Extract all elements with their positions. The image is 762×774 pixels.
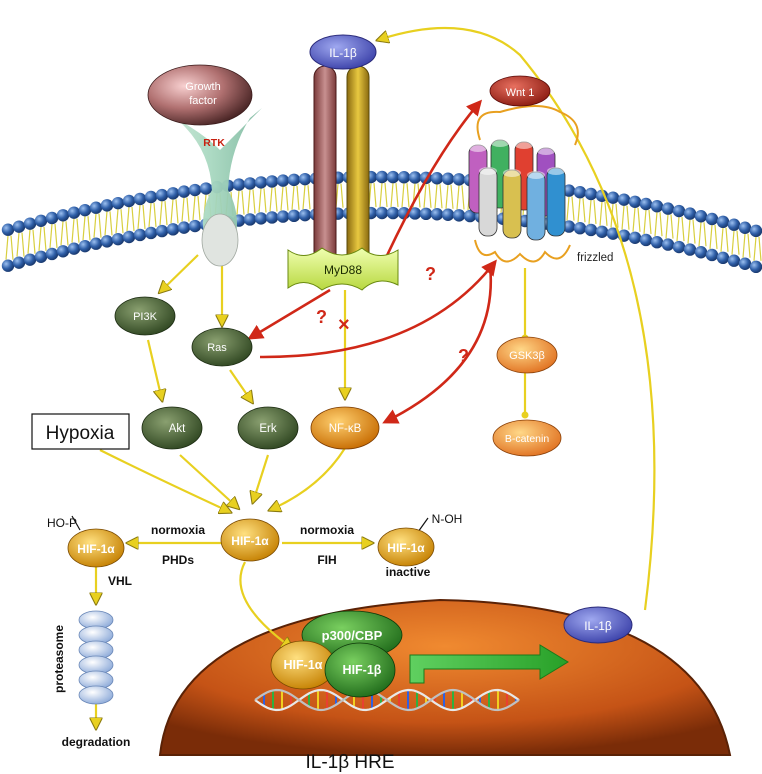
normoxia-left-label: normoxia bbox=[151, 523, 205, 537]
phds-label: PHDs bbox=[162, 553, 194, 567]
arrow-hif-to-nucleus bbox=[239, 561, 292, 648]
arrow-akt-to-hif bbox=[179, 454, 238, 508]
degradation-label: degradation bbox=[62, 735, 131, 749]
ho-p-label: HO-P bbox=[47, 516, 77, 530]
hif1a-left-node: HO-P HIF-1α bbox=[47, 515, 125, 568]
inactive-label: inactive bbox=[386, 565, 431, 579]
question-mark-3: ? bbox=[458, 346, 469, 366]
hypoxia-label: Hypoxia bbox=[46, 423, 115, 444]
hif-right-label: HIF-1α bbox=[387, 541, 425, 555]
hypoxia-box: Hypoxia bbox=[31, 413, 130, 450]
bcatenin-label: B-catenin bbox=[505, 433, 550, 445]
hif-left-label: HIF-1α bbox=[77, 542, 115, 556]
pi3k-node: PI3K bbox=[114, 296, 176, 336]
growth-factor-label-1: Growth bbox=[185, 81, 220, 93]
pi3k-label: PI3K bbox=[133, 311, 158, 323]
growth-factor-label-2: factor bbox=[189, 95, 217, 107]
arrow-rtk-to-pi3k bbox=[160, 254, 199, 292]
il1b-right-node: IL-1β bbox=[563, 606, 633, 644]
wnt1-label: Wnt 1 bbox=[506, 87, 535, 99]
nfkb-label: NF-κB bbox=[329, 423, 362, 435]
arrow-nfkb-to-hif bbox=[270, 447, 346, 510]
bcatenin-node: B-catenin bbox=[492, 419, 562, 457]
arrow-hypoxia-to-hif bbox=[99, 449, 230, 512]
erk-label: Erk bbox=[259, 423, 277, 435]
ras-node: Ras bbox=[191, 327, 253, 367]
red-arrow-frizzled-to-nfkb bbox=[382, 264, 493, 424]
hif1a-nuclear-node: HIF-1α bbox=[270, 640, 336, 690]
gsk3b-node: GSK3β bbox=[496, 336, 558, 374]
question-mark-1: ? bbox=[316, 307, 327, 327]
cell-membrane bbox=[1, 170, 762, 274]
akt-node: Akt bbox=[141, 406, 203, 450]
akt-label: Akt bbox=[169, 423, 186, 435]
il1b-top-label: IL-1β bbox=[329, 46, 357, 60]
frizzled-receptor bbox=[468, 105, 579, 263]
signal-arrows bbox=[96, 26, 656, 728]
hif-nuc-a-label: HIF-1α bbox=[284, 658, 323, 672]
hif-center-label: HIF-1α bbox=[231, 534, 269, 548]
fih-label: FIH bbox=[317, 553, 336, 567]
rtk-receptor: RTK bbox=[160, 108, 262, 267]
myd88-node: MyD88 bbox=[287, 247, 399, 291]
n-oh-label: N-OH bbox=[432, 512, 463, 526]
gsk3b-label: GSK3β bbox=[509, 350, 545, 362]
red-arrow-myd88-to-ras bbox=[247, 288, 331, 340]
proteasome-stack bbox=[78, 610, 114, 705]
hif-nuc-b-label: HIF-1β bbox=[343, 663, 382, 677]
hif1a-center-node: HIF-1α bbox=[220, 518, 280, 562]
hif1b-nuclear-node: HIF-1β bbox=[324, 642, 396, 698]
proteasome-label: proteasome bbox=[52, 625, 66, 693]
vhl-label: VHL bbox=[108, 574, 132, 588]
caption-il1b-hre: IL-1β HRE bbox=[305, 752, 394, 773]
arrow-ras-to-erk bbox=[229, 369, 252, 402]
il1-receptor bbox=[313, 65, 370, 267]
rtk-label: RTK bbox=[203, 137, 225, 149]
nucleus bbox=[158, 598, 732, 756]
il1b-ligand-top: IL-1β bbox=[309, 34, 377, 70]
wnt1-node: Wnt 1 bbox=[489, 75, 551, 107]
red-arrow-to-wnt1 bbox=[376, 99, 483, 276]
growth-factor-node: Growth factor bbox=[147, 64, 253, 126]
question-mark-2: ? bbox=[425, 264, 436, 284]
arrow-erk-to-hif bbox=[253, 454, 270, 502]
ras-label: Ras bbox=[207, 342, 227, 354]
inhibition-x-mark: × bbox=[338, 314, 350, 336]
arrow-il1b-loop bbox=[378, 26, 656, 611]
hif1a-right-node: N-OH HIF-1α bbox=[377, 512, 463, 567]
arrow-pi3k-to-akt bbox=[146, 339, 162, 400]
nfkb-node: NF-κB bbox=[310, 406, 380, 450]
il1b-right-label: IL-1β bbox=[584, 619, 612, 633]
p300-label: p300/CBP bbox=[322, 628, 383, 643]
red-arrow-ras-to-frizzled bbox=[259, 259, 497, 359]
erk-node: Erk bbox=[237, 406, 299, 450]
normoxia-right-label: normoxia bbox=[300, 523, 354, 537]
myd88-label: MyD88 bbox=[324, 263, 362, 277]
frizzled-label: frizzled bbox=[577, 252, 613, 264]
transcription-arrow bbox=[409, 644, 569, 684]
